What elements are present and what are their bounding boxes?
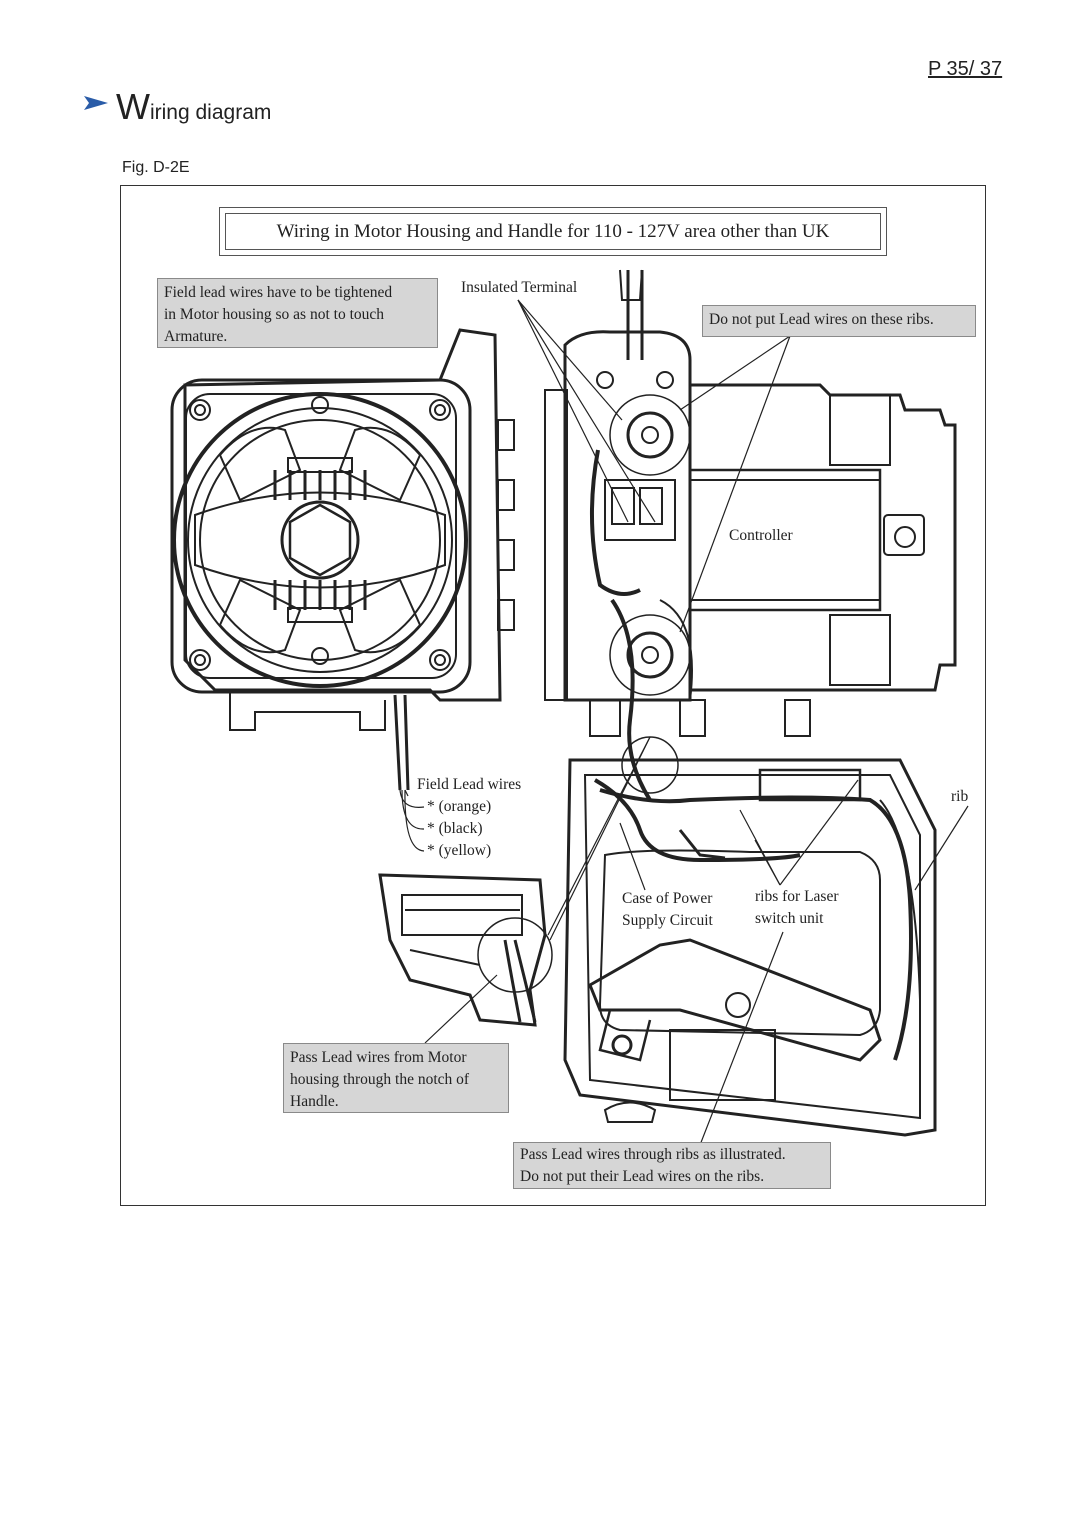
note-pass-through-ribs: Pass Lead wires through ribs as illustra… bbox=[513, 1142, 831, 1189]
page-number: P 35/ 37 bbox=[928, 58, 1003, 80]
label-insulated-terminal: Insulated Terminal bbox=[461, 279, 578, 296]
label-wire-black: * (black) bbox=[427, 820, 483, 837]
triangle-arrow-icon bbox=[84, 96, 108, 110]
diagram-title: Wiring in Motor Housing and Handle for 1… bbox=[225, 213, 881, 250]
leader-lines bbox=[399, 299, 969, 1146]
motor-housing-end-view bbox=[170, 328, 515, 791]
note-no-lead-on-ribs: Do not put Lead wires on these ribs. bbox=[702, 305, 976, 337]
label-case-power-supply: Case of Power Supply Circuit bbox=[622, 890, 713, 929]
note-field-lead-tighten: Field lead wires have to be tightened in… bbox=[157, 278, 438, 348]
label-rib: rib bbox=[951, 788, 969, 805]
page-title: Wiring diagram bbox=[116, 86, 271, 128]
page-title-rest: iring diagram bbox=[149, 101, 272, 124]
handle-notch-detail bbox=[378, 873, 553, 1027]
figure-label: Fig. D-2E bbox=[122, 159, 190, 176]
label-field-lead-wires: Field Lead wires bbox=[417, 776, 522, 793]
label-ribs-laser-switch: ribs for Laser switch unit bbox=[755, 888, 839, 927]
motor-housing-side-view bbox=[544, 269, 957, 802]
label-wire-yellow: * (yellow) bbox=[427, 842, 492, 859]
diagram-title-box: Wiring in Motor Housing and Handle for 1… bbox=[219, 207, 887, 256]
note-pass-through-notch: Pass Lead wires from Motor housing throu… bbox=[283, 1043, 509, 1113]
handle-view bbox=[563, 736, 937, 1137]
diagram-frame bbox=[120, 185, 986, 1206]
label-controller: Controller bbox=[729, 527, 793, 544]
label-wire-orange: * (orange) bbox=[427, 798, 492, 815]
page-title-initial: W bbox=[116, 86, 150, 127]
